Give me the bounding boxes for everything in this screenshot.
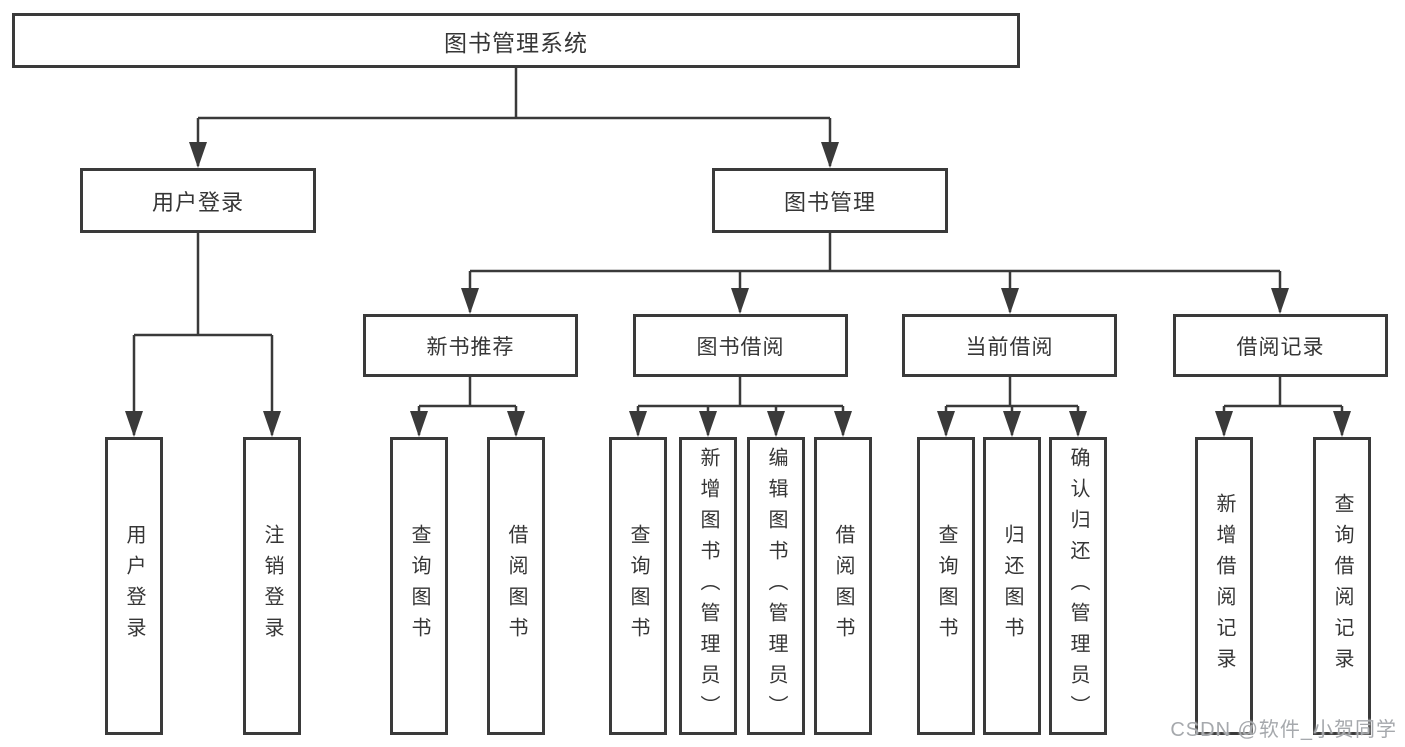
node-add-borrow-record: 新增借阅记录 bbox=[1195, 437, 1253, 735]
node-label: 查询图书 bbox=[627, 524, 649, 648]
node-add-books-admin: 新增图书（管理员） bbox=[679, 437, 737, 735]
node-label: 确认归还（管理员） bbox=[1067, 446, 1089, 726]
node-edit-books-admin: 编辑图书（管理员） bbox=[747, 437, 805, 735]
node-query-books-borrow: 查询图书 bbox=[609, 437, 667, 735]
node-return-books: 归还图书 bbox=[983, 437, 1041, 735]
node-label: 查询借阅记录 bbox=[1331, 493, 1353, 679]
arrowheads bbox=[125, 142, 1351, 437]
node-current-borrowing: 当前借阅 bbox=[902, 314, 1117, 377]
node-label: 注销登录 bbox=[261, 524, 283, 648]
node-user-login-leaf: 用户登录 bbox=[105, 437, 163, 735]
node-library-management-system: 图书管理系统 bbox=[12, 13, 1020, 68]
node-borrow-books-recommend: 借阅图书 bbox=[487, 437, 545, 735]
node-label: 查询图书 bbox=[408, 524, 430, 648]
node-label: 用户登录 bbox=[123, 524, 145, 648]
node-book-borrowing: 图书借阅 bbox=[633, 314, 848, 377]
node-label: 新增图书（管理员） bbox=[697, 446, 719, 726]
watermark-csdn: CSDN @软件_小贺同学 bbox=[1170, 719, 1397, 741]
node-label: 查询图书 bbox=[935, 524, 957, 648]
node-user-login: 用户登录 bbox=[80, 168, 316, 233]
node-borrowing-records: 借阅记录 bbox=[1173, 314, 1388, 377]
node-query-books-recommend: 查询图书 bbox=[390, 437, 448, 735]
node-label: 借阅图书 bbox=[505, 524, 527, 648]
node-label: 新增借阅记录 bbox=[1213, 493, 1235, 679]
node-new-book-recommendation: 新书推荐 bbox=[363, 314, 578, 377]
node-logout: 注销登录 bbox=[243, 437, 301, 735]
node-confirm-return-admin: 确认归还（管理员） bbox=[1049, 437, 1107, 735]
node-query-books-current: 查询图书 bbox=[917, 437, 975, 735]
node-label: 编辑图书（管理员） bbox=[765, 446, 787, 726]
node-query-borrow-record: 查询借阅记录 bbox=[1313, 437, 1371, 735]
connector-tree-lines bbox=[132, 68, 1344, 435]
node-borrow-books-leaf: 借阅图书 bbox=[814, 437, 872, 735]
node-label: 归还图书 bbox=[1001, 524, 1023, 648]
node-book-management: 图书管理 bbox=[712, 168, 948, 233]
node-label: 借阅图书 bbox=[832, 524, 854, 648]
